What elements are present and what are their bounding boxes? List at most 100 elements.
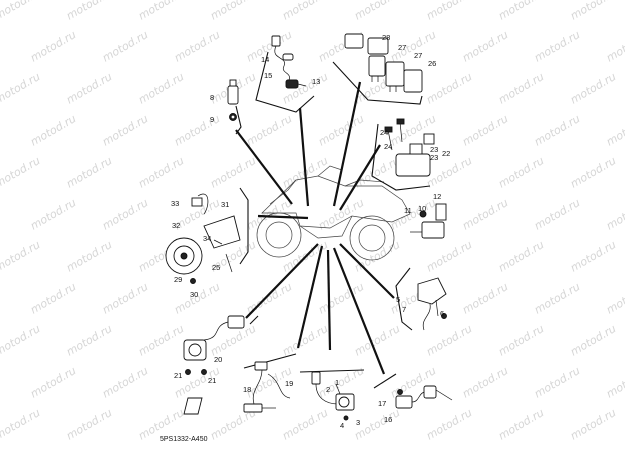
- watermark-text: motod.ru: [460, 28, 510, 65]
- watermark-text: motod.ru: [136, 322, 186, 359]
- callout-21b: 21: [208, 376, 216, 385]
- watermark-text: motod.ru: [568, 322, 618, 359]
- sidestand-switch-part: [417, 277, 447, 331]
- watermark-text: motod.ru: [496, 0, 546, 23]
- watermark-text: motod.ru: [64, 70, 114, 107]
- watermark-text: motod.ru: [532, 112, 582, 149]
- callout-32: 32: [172, 221, 180, 230]
- watermark-text: motod.ru: [604, 112, 625, 149]
- watermark-text: motod.ru: [172, 28, 222, 65]
- callout-2: 2: [326, 385, 330, 394]
- watermark-text: motod.ru: [352, 322, 402, 359]
- watermark-text: motod.ru: [568, 154, 618, 191]
- lean-sensor-part: [410, 203, 447, 239]
- watermark-text: motod.ru: [460, 196, 510, 233]
- watermark-text: motod.ru: [460, 280, 510, 317]
- horn-group: [165, 193, 241, 284]
- watermark-text: motod.ru: [424, 406, 474, 443]
- watermark-text: motod.ru: [568, 70, 618, 107]
- watermark-text: motod.ru: [100, 364, 150, 401]
- callout-21a: 21: [174, 371, 182, 380]
- watermark-text: motod.ru: [532, 196, 582, 233]
- callout-7: 7: [402, 305, 406, 314]
- watermark-text: motod.ru: [28, 280, 78, 317]
- throttle-sensor-part: [311, 371, 355, 421]
- watermark-text: motod.ru: [64, 406, 114, 443]
- callout-12: 12: [433, 192, 441, 201]
- watermark-text: motod.ru: [100, 196, 150, 233]
- callout-8: 8: [210, 93, 214, 102]
- watermark-text: motod.ru: [280, 406, 330, 443]
- watermark-text: motod.ru: [496, 154, 546, 191]
- callout-19: 19: [285, 379, 293, 388]
- callout-22: 22: [442, 149, 450, 158]
- callout-31: 31: [221, 200, 229, 209]
- callout-30: 30: [190, 290, 198, 299]
- watermark-text: motod.ru: [136, 0, 186, 23]
- watermark-text: motod.ru: [28, 196, 78, 233]
- callout-6: 6: [440, 309, 444, 318]
- callout-20: 20: [214, 355, 222, 364]
- callout-18: 18: [243, 385, 251, 394]
- watermark-text: motod.ru: [532, 28, 582, 65]
- watermark-text: motod.ru: [64, 238, 114, 275]
- watermark-text: motod.ru: [280, 322, 330, 359]
- watermark-text: motod.ru: [0, 154, 42, 191]
- sensor-switch-part: [227, 79, 239, 121]
- callout-23a: 23: [430, 145, 438, 154]
- watermark-text: motod.ru: [316, 196, 366, 233]
- relay-group: [344, 33, 423, 93]
- starter-relay-part: [384, 118, 435, 177]
- callout-27a: 27: [398, 43, 406, 52]
- watermark-text: motod.ru: [208, 0, 258, 23]
- callout-5: 5: [396, 295, 400, 304]
- neutral-switch-part: [183, 315, 245, 415]
- motorcycle-outline: [256, 165, 411, 261]
- watermark-text: motod.ru: [460, 112, 510, 149]
- watermark-text: motod.ru: [496, 406, 546, 443]
- callout-34: 34: [203, 234, 211, 243]
- watermark-text: motod.ru: [604, 28, 625, 65]
- watermark-text: motod.ru: [424, 0, 474, 23]
- watermark-text: motod.ru: [604, 280, 625, 317]
- watermark-text: motod.ru: [280, 0, 330, 23]
- watermark-text: motod.ru: [172, 112, 222, 149]
- watermark-text: motod.ru: [208, 154, 258, 191]
- watermark-text: motod.ru: [100, 28, 150, 65]
- callout-15: 15: [264, 71, 272, 80]
- watermark-text: motod.ru: [136, 154, 186, 191]
- watermark-text: motod.ru: [496, 70, 546, 107]
- watermark-text: motod.ru: [496, 238, 546, 275]
- watermark-text: motod.ru: [64, 322, 114, 359]
- callout-14: 14: [261, 55, 269, 64]
- watermark-text: motod.ru: [64, 154, 114, 191]
- callout-24b: 24: [384, 142, 392, 151]
- watermark-text: motod.ru: [568, 0, 618, 23]
- watermark-text: motod.ru: [424, 322, 474, 359]
- watermark-text: motod.ru: [568, 238, 618, 275]
- callout-23b: 23: [430, 153, 438, 162]
- rear-sensor-part: [395, 385, 453, 409]
- speed-sensor-part: [271, 35, 307, 89]
- callout-labels: 1 2 3 4 5 6 7 8 9 10 11 12 13 14 15 16 1…: [171, 33, 450, 430]
- watermark-text: motod.ru: [28, 112, 78, 149]
- callout-33: 33: [171, 199, 179, 208]
- watermark-text: motod.ru: [0, 238, 42, 275]
- watermark-text: motod.ru: [460, 364, 510, 401]
- watermark-text: motod.ru: [352, 154, 402, 191]
- callout-28: 28: [382, 33, 390, 42]
- callout-24a: 24: [380, 128, 388, 137]
- watermark-text: motod.ru: [352, 0, 402, 23]
- watermark-text: motod.ru: [64, 0, 114, 23]
- watermark-text: motod.ru: [100, 280, 150, 317]
- watermark-text: motod.ru: [0, 322, 42, 359]
- watermark-text: motod.ru: [496, 322, 546, 359]
- callout-29: 29: [174, 275, 182, 284]
- watermark-text: motod.ru: [0, 406, 42, 443]
- watermark-text: motod.ru: [568, 406, 618, 443]
- callout-13: 13: [312, 77, 320, 86]
- watermark-text: motod.ru: [316, 112, 366, 149]
- oxygen-sensor-part: [243, 361, 291, 413]
